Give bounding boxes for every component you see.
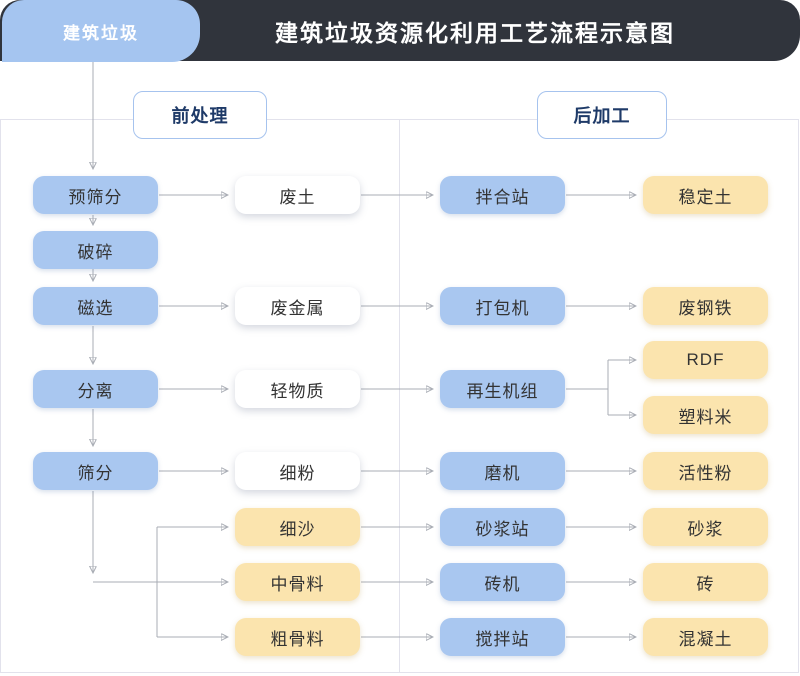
node-medium-aggregate: 中骨料	[235, 563, 360, 601]
node-fine-sand: 细沙	[235, 508, 360, 546]
node-pre-screening: 预筛分	[33, 176, 158, 214]
node-fine-powder: 细粉	[235, 452, 360, 490]
node-regeneration-unit: 再生机组	[440, 370, 565, 408]
section-pre-text: 前处理	[171, 106, 229, 126]
node-screening: 筛分	[33, 452, 158, 490]
header-tab-source: 建筑垃圾	[2, 0, 200, 62]
node-mortar-station: 砂浆站	[440, 508, 565, 546]
header-tab-label: 建筑垃圾	[63, 23, 139, 43]
section-label-postprocessing: 后加工	[537, 91, 667, 139]
node-concrete: 混凝土	[643, 618, 768, 656]
node-concrete-mixing-station: 搅拌站	[440, 618, 565, 656]
node-waste-soil: 废土	[235, 176, 360, 214]
section-label-pretreatment: 前处理	[133, 91, 267, 139]
node-active-powder: 活性粉	[643, 452, 768, 490]
node-coarse-aggregate: 粗骨料	[235, 618, 360, 656]
section-post-text: 后加工	[573, 106, 631, 126]
node-plastic-pellets: 塑料米	[643, 396, 768, 434]
node-scrap-steel: 废钢铁	[643, 287, 768, 325]
node-scrap-metal: 废金属	[235, 287, 360, 325]
node-mixing-station: 拌合站	[440, 176, 565, 214]
node-brick-machine: 砖机	[440, 563, 565, 601]
node-brick: 砖	[643, 563, 768, 601]
node-stabilized-soil: 稳定土	[643, 176, 768, 214]
page-title: 建筑垃圾资源化利用工艺流程示意图	[275, 19, 675, 46]
node-crushing: 破碎	[33, 231, 158, 269]
node-light-material: 轻物质	[235, 370, 360, 408]
node-magnetic-separation: 磁选	[33, 287, 158, 325]
node-separation: 分离	[33, 370, 158, 408]
node-rdf: RDF	[643, 341, 768, 379]
node-mortar: 砂浆	[643, 508, 768, 546]
node-mill: 磨机	[440, 452, 565, 490]
panel-divider-line	[399, 120, 400, 673]
node-baler: 打包机	[440, 287, 565, 325]
